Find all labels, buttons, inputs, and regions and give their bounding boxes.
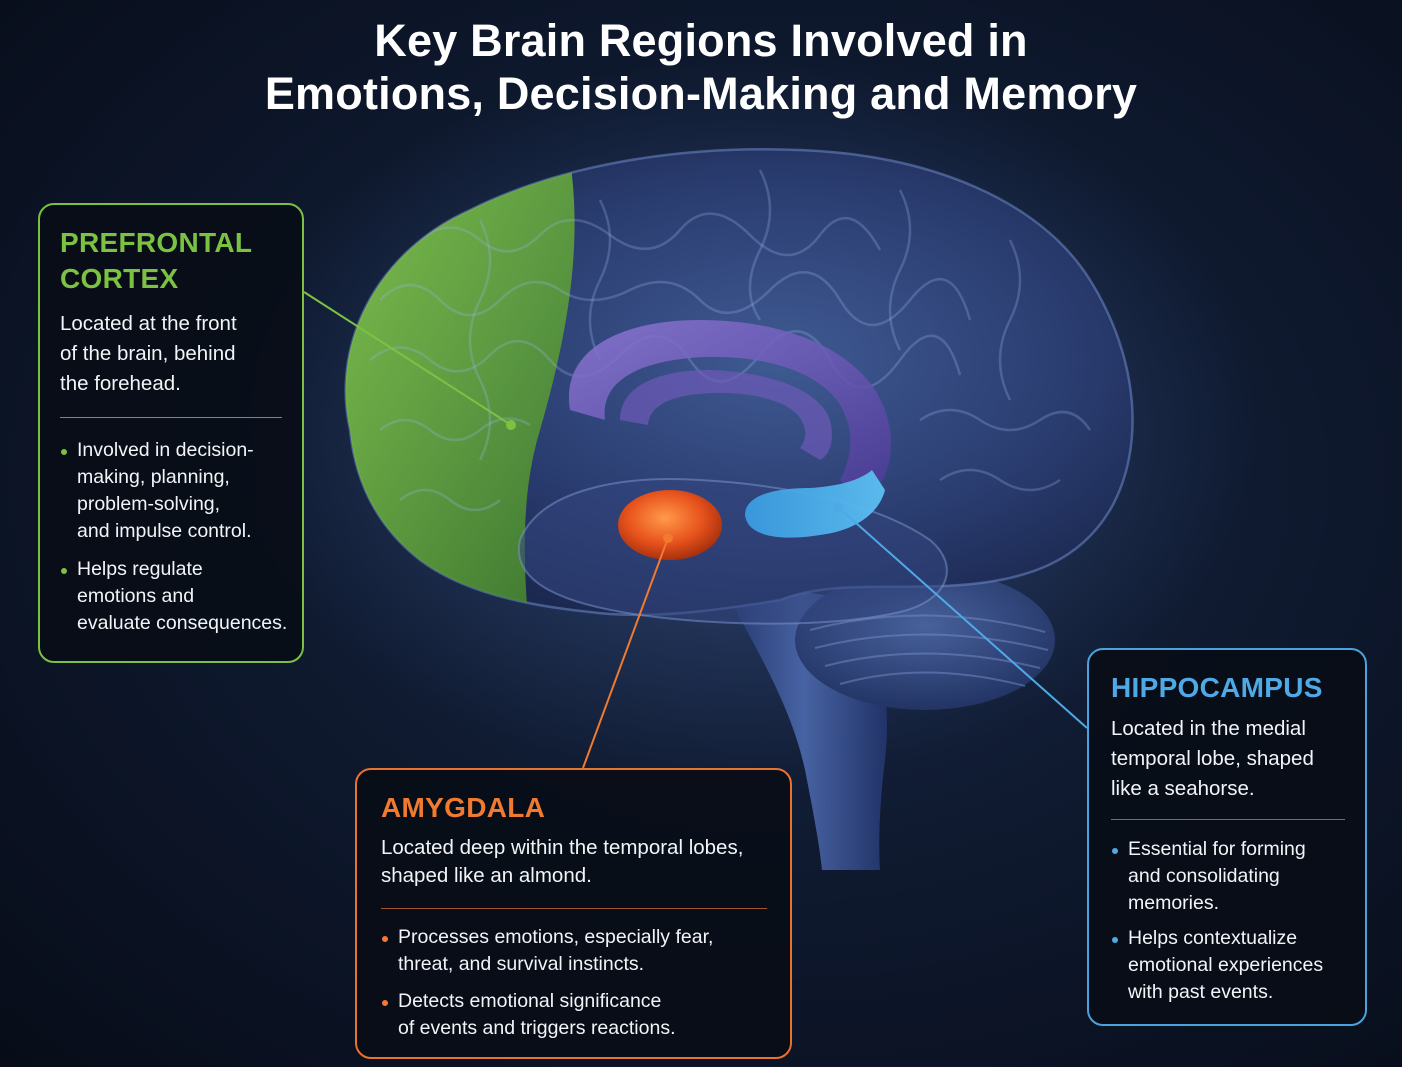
hippocampus-bullets: Essential for forming and consolidating … [1111,836,1361,1014]
title-line-2: Emotions, Decision-Making and Memory [264,68,1138,119]
amygdala-marker [663,533,673,543]
hippocampus-marker [833,502,843,512]
amygdala-shape [618,490,722,560]
hippocampus-card: HIPPOCAMPUS Located in the medial tempor… [1087,648,1367,1026]
bullet-line: Processes emotions, especially fear, [398,926,714,948]
amygdala-leader-line [582,537,669,769]
amygdala-bullet: Processes emotions, especially fear, thr… [381,924,781,978]
prefrontal-location: Located at the front of the brain, behin… [60,309,237,399]
prefrontal-location-line: Located at the front [60,312,237,335]
bullet-line: Essential for forming [1128,838,1306,860]
prefrontal-leader-line [303,291,512,426]
amygdala-heading: AMYGDALA [381,792,546,823]
limbic-ring [568,320,891,500]
amygdala-bullet: Detects emotional significance of events… [381,988,781,1042]
bullet-line: threat, and survival instincts. [398,953,645,975]
prefrontal-heading-line-1: PREFRONTAL [60,227,253,258]
hippocampus-shape [745,470,885,538]
page-title: Key Brain Regions Involved in Emotions, … [0,14,1402,120]
gyri-texture [369,169,1092,512]
prefrontal-region [345,160,575,615]
amygdala-divider [381,908,767,909]
bullet-line: emotional experiences [1128,954,1324,976]
bullet-line: and consolidating [1128,865,1280,887]
prefrontal-location-line: the forehead. [60,372,181,395]
hippocampus-bullet: Essential for forming and consolidating … [1111,836,1361,917]
bullet-line: evaluate consequences. [77,612,288,634]
prefrontal-cortex-heading: PREFRONTAL CORTEX [60,225,252,297]
amygdala-location: Located deep within the temporal lobes, … [381,834,781,890]
amygdala-location-line: shaped like an almond. [381,864,592,887]
prefrontal-bullet: Involved in decision- making, planning, … [60,437,290,545]
bullet-line: Helps contextualize [1128,927,1298,949]
prefrontal-marker [506,420,516,430]
amygdala-card: AMYGDALA Located deep within the tempora… [355,768,792,1059]
bullet-line: and impulse control. [77,520,252,542]
hippocampus-heading: HIPPOCAMPUS [1111,672,1323,703]
hippocampus-location-line: like a seahorse. [1111,777,1255,800]
hippocampus-location: Located in the medial temporal lobe, sha… [1111,714,1361,804]
bullet-line: Helps regulate [77,558,203,580]
prefrontal-heading-line-2: CORTEX [60,263,179,294]
bullet-line: memories. [1128,892,1220,914]
prefrontal-bullet: Helps regulate emotions and evaluate con… [60,556,290,637]
hippocampus-leader-line [837,506,1088,729]
bullet-line: Involved in decision- [77,439,254,461]
bullet-line: problem-solving, [77,493,221,515]
prefrontal-bullets: Involved in decision- making, planning, … [60,437,290,648]
prefrontal-location-line: of the brain, behind [60,342,236,365]
hippocampus-location-line: Located in the medial [1111,717,1306,740]
amygdala-bullets: Processes emotions, especially fear, thr… [381,924,781,1052]
hippocampus-divider [1111,819,1345,820]
hippocampus-location-line: temporal lobe, shaped [1111,747,1314,770]
bullet-line: with past events. [1128,981,1274,1003]
title-line-1: Key Brain Regions Involved in [374,15,1028,66]
bullet-line: emotions and [77,585,195,607]
prefrontal-divider [60,417,282,418]
bullet-line: making, planning, [77,466,230,488]
bullet-line: Detects emotional significance [398,990,662,1012]
amygdala-location-line: Located deep within the temporal lobes, [381,836,744,859]
bullet-line: of events and triggers reactions. [398,1017,676,1039]
prefrontal-cortex-card: PREFRONTAL CORTEX Located at the front o… [38,203,304,663]
limbic-inner-ring [620,370,832,460]
hippocampus-bullet: Helps contextualize emotional experience… [1111,925,1361,1006]
